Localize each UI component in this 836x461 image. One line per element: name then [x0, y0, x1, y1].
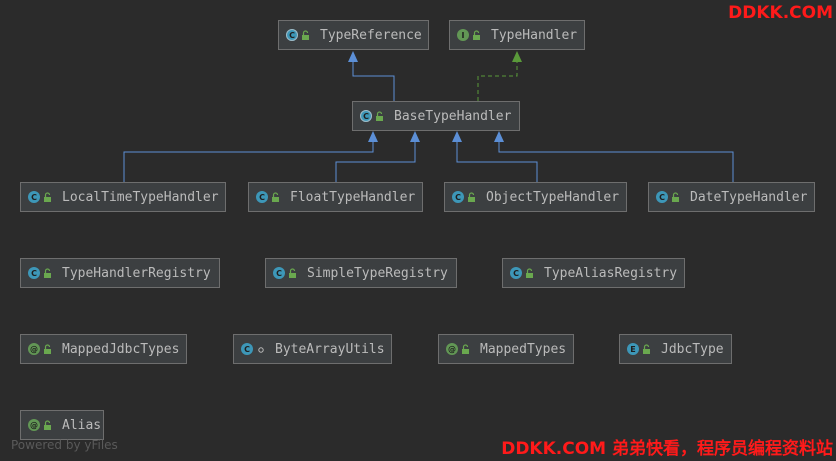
enum-icon: E [627, 343, 639, 355]
class-icon: C [256, 191, 268, 203]
node-date-type-handler[interactable]: C DateTypeHandler [648, 182, 815, 212]
public-lock-icon [289, 267, 296, 278]
annotation-icon: @ [28, 343, 40, 355]
node-mapped-jdbc-types[interactable]: @ MappedJdbcTypes [20, 334, 187, 364]
node-object-type-handler[interactable]: C ObjectTypeHandler [444, 182, 627, 212]
annotation-icon: @ [446, 343, 458, 355]
watermark-bottom: DDKK.COM 弟弟快看，程序员编程资料站 [501, 439, 833, 459]
node-label: MappedTypes [480, 341, 567, 357]
public-lock-icon [44, 343, 51, 354]
node-label: SimpleTypeRegistry [307, 265, 448, 281]
watermark-top: DDKK.COM [728, 3, 833, 23]
node-label: ObjectTypeHandler [486, 189, 620, 205]
node-label: JdbcType [661, 341, 724, 357]
public-lock-icon [468, 191, 475, 202]
class-icon: C [452, 191, 464, 203]
node-label: DateTypeHandler [690, 189, 808, 205]
public-lock-icon [376, 110, 383, 121]
node-alias[interactable]: @ Alias [20, 410, 104, 440]
public-lock-icon [44, 267, 51, 278]
edge-objecttypehandler-basetypehandler [456, 142, 538, 182]
arrowhead-base-2 [410, 131, 420, 142]
edge-floattypehandler-basetypehandler [335, 142, 416, 182]
class-icon: C [656, 191, 668, 203]
edge-localtimetypehandler-basetypehandler [123, 142, 374, 182]
node-label: BaseTypeHandler [394, 108, 512, 124]
node-simple-type-registry[interactable]: C SimpleTypeRegistry [265, 258, 457, 288]
edge-basetypehandler-typehandler [477, 62, 518, 101]
node-jdbc-type[interactable]: E JdbcType [619, 334, 732, 364]
node-local-time-type-handler[interactable]: C LocalTimeTypeHandler [20, 182, 226, 212]
arrowhead-base-4 [494, 131, 504, 142]
node-label: TypeHandler [491, 27, 578, 43]
edge-datetypehandler-basetypehandler [498, 142, 734, 182]
node-type-alias-registry[interactable]: C TypeAliasRegistry [502, 258, 685, 288]
public-lock-icon [44, 191, 51, 202]
node-label: MappedJdbcTypes [62, 341, 180, 357]
annotation-icon: @ [28, 419, 40, 431]
public-lock-icon [643, 343, 650, 354]
node-label: LocalTimeTypeHandler [62, 189, 219, 205]
node-label: Alias [62, 417, 102, 433]
node-base-type-handler[interactable]: C BaseTypeHandler [352, 101, 520, 131]
powered-by-text: Powered by yFiles [11, 438, 118, 452]
public-lock-icon [462, 343, 469, 354]
package-private-icon [258, 346, 264, 353]
class-icon: C [241, 343, 253, 355]
public-lock-icon [302, 29, 309, 40]
interface-icon: I [457, 29, 469, 41]
class-icon: C [273, 267, 285, 279]
abstract-class-icon: C [360, 110, 372, 122]
node-label: ByteArrayUtils [275, 341, 385, 357]
public-lock-icon [473, 29, 480, 40]
public-lock-icon [672, 191, 679, 202]
node-type-reference[interactable]: C TypeReference [278, 20, 429, 50]
node-type-handler-registry[interactable]: C TypeHandlerRegistry [20, 258, 220, 288]
class-icon: C [28, 267, 40, 279]
node-label: TypeHandlerRegistry [62, 265, 211, 281]
class-icon: C [28, 191, 40, 203]
public-lock-icon [526, 267, 533, 278]
abstract-class-icon: C [286, 29, 298, 41]
node-label: FloatTypeHandler [290, 189, 416, 205]
node-label: TypeAliasRegistry [544, 265, 678, 281]
public-lock-icon [44, 419, 51, 430]
arrowhead-typehandler [512, 51, 522, 62]
class-icon: C [510, 267, 522, 279]
arrowhead-typereference [348, 51, 358, 62]
edge-basetypehandler-typereference [352, 62, 395, 101]
node-byte-array-utils[interactable]: C ByteArrayUtils [233, 334, 392, 364]
public-lock-icon [272, 191, 279, 202]
arrowhead-base-3 [452, 131, 462, 142]
node-mapped-types[interactable]: @ MappedTypes [438, 334, 574, 364]
node-label: TypeReference [320, 27, 422, 43]
node-float-type-handler[interactable]: C FloatTypeHandler [248, 182, 423, 212]
node-type-handler[interactable]: I TypeHandler [449, 20, 585, 50]
arrowhead-base-1 [368, 131, 378, 142]
